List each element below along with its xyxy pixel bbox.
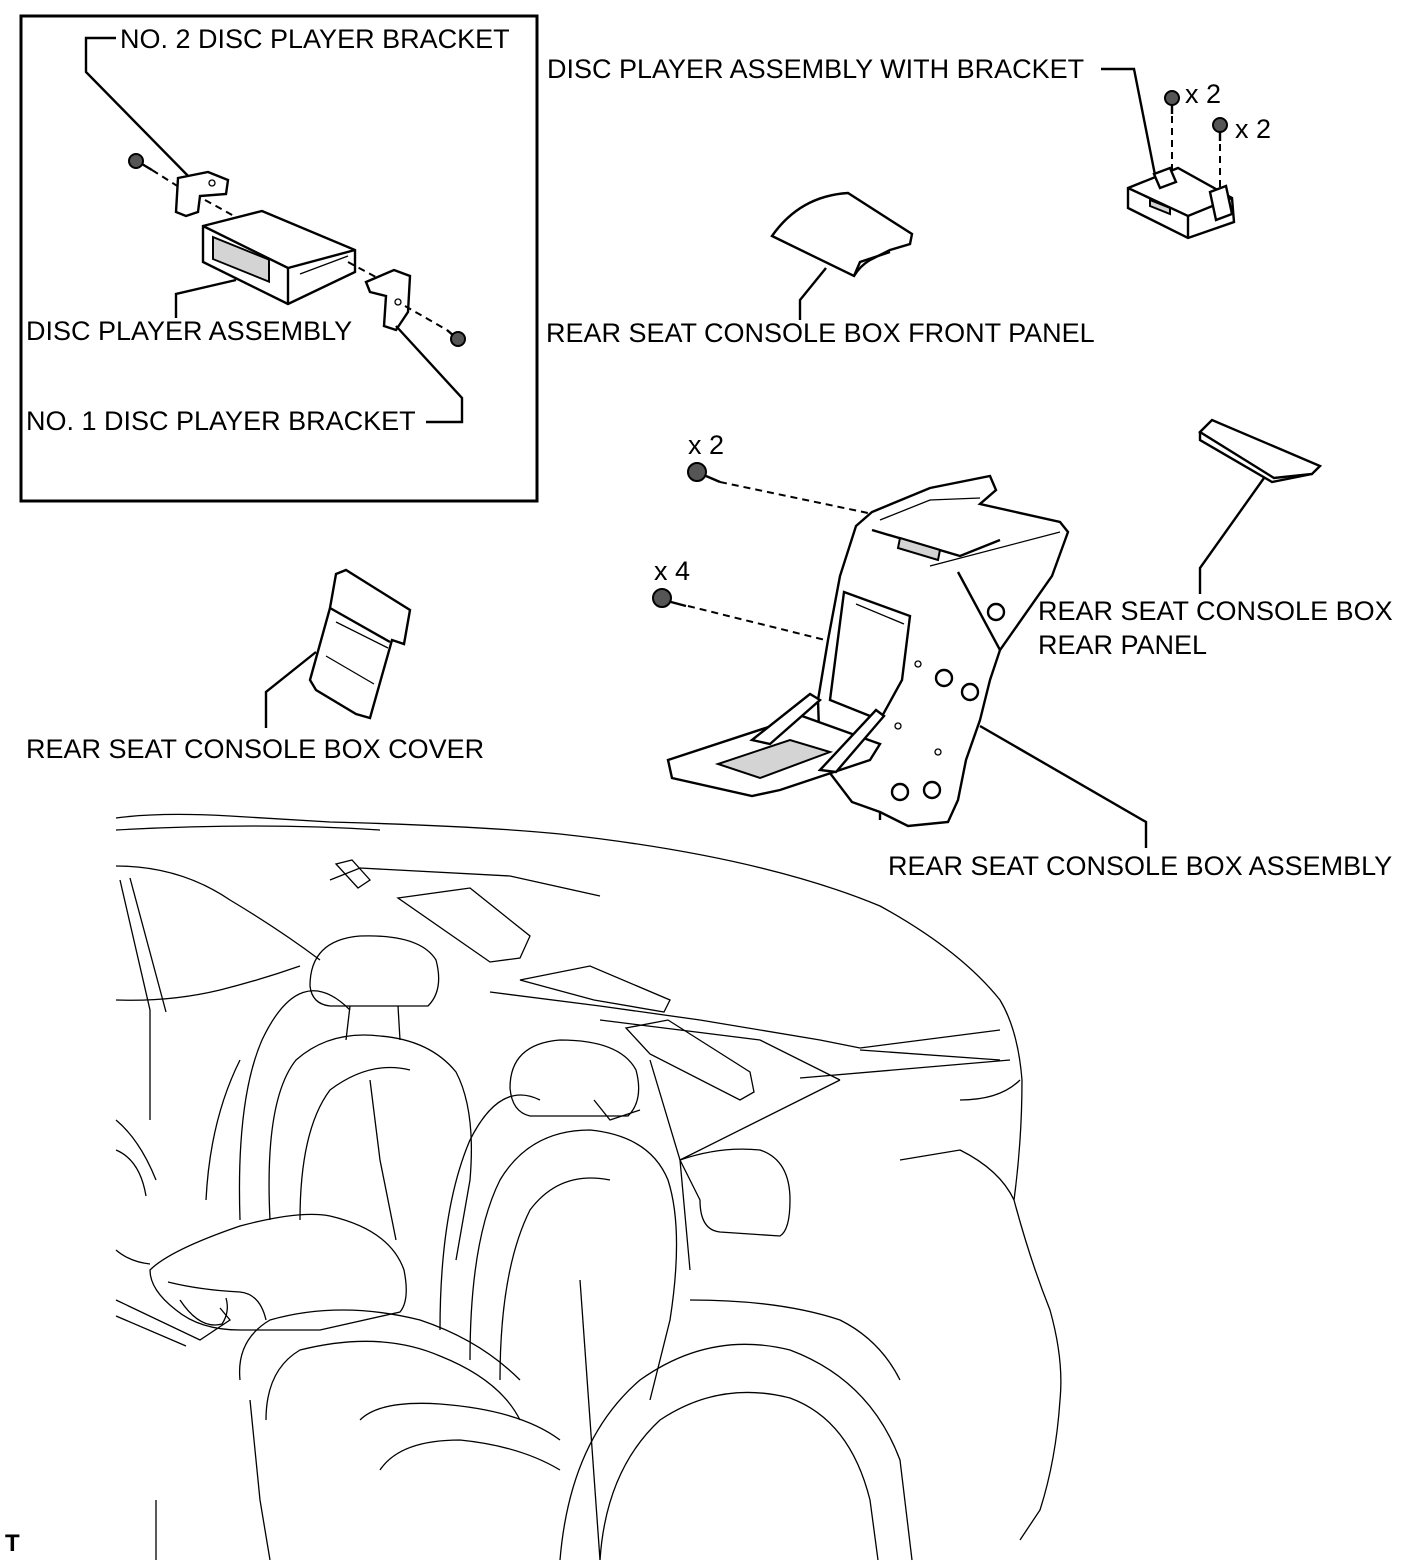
label-no1-disc-player-bracket: NO. 1 DISC PLAYER BRACKET <box>26 406 416 436</box>
bracket-screw-right-icon <box>446 329 466 347</box>
console-screw-icon <box>687 462 721 484</box>
label-front-panel: REAR SEAT CONSOLE BOX FRONT PANEL <box>546 318 1095 348</box>
rear-seat-console-box-cover-drawing <box>308 568 412 720</box>
label-console-assembly: REAR SEAT CONSOLE BOX ASSEMBLY <box>888 851 1393 881</box>
qty-disc-bolt-a: x 2 <box>1185 79 1222 109</box>
qty-console-bolt: x 4 <box>654 556 691 586</box>
bracket-screw-left-icon <box>128 153 153 172</box>
no1-disc-player-bracket <box>364 268 412 332</box>
console-bolt-icon <box>652 588 687 608</box>
rear-seat-console-box-assembly-drawing <box>666 474 1070 828</box>
qty-console-screw: x 2 <box>688 430 725 460</box>
no2-disc-player-bracket <box>174 170 230 218</box>
bolt-icon <box>1164 90 1180 114</box>
inset-frame <box>19 14 539 503</box>
disc-player-assembly-drawing <box>201 209 357 306</box>
corner-mark: T <box>5 1530 20 1557</box>
label-rear-panel-line1: REAR SEAT CONSOLE BOX <box>1038 596 1393 626</box>
label-console-cover: REAR SEAT CONSOLE BOX COVER <box>26 734 485 764</box>
vehicle-interior-outline <box>115 813 1062 1561</box>
rear-seat-console-box-rear-panel-drawing <box>1198 418 1323 484</box>
qty-disc-bolt-b: x 2 <box>1235 114 1272 144</box>
label-rear-panel-line2: REAR PANEL <box>1038 630 1208 660</box>
label-no2-disc-player-bracket: NO. 2 DISC PLAYER BRACKET <box>120 24 510 54</box>
disc-player-with-bracket-drawing <box>1126 166 1236 240</box>
label-disc-player-assembly-with-bracket: DISC PLAYER ASSEMBLY WITH BRACKET <box>547 54 1085 84</box>
rear-seat-console-box-front-panel-drawing <box>770 191 914 278</box>
label-disc-player-assembly: DISC PLAYER ASSEMBLY <box>26 316 353 346</box>
bolt-icon <box>1212 117 1228 141</box>
